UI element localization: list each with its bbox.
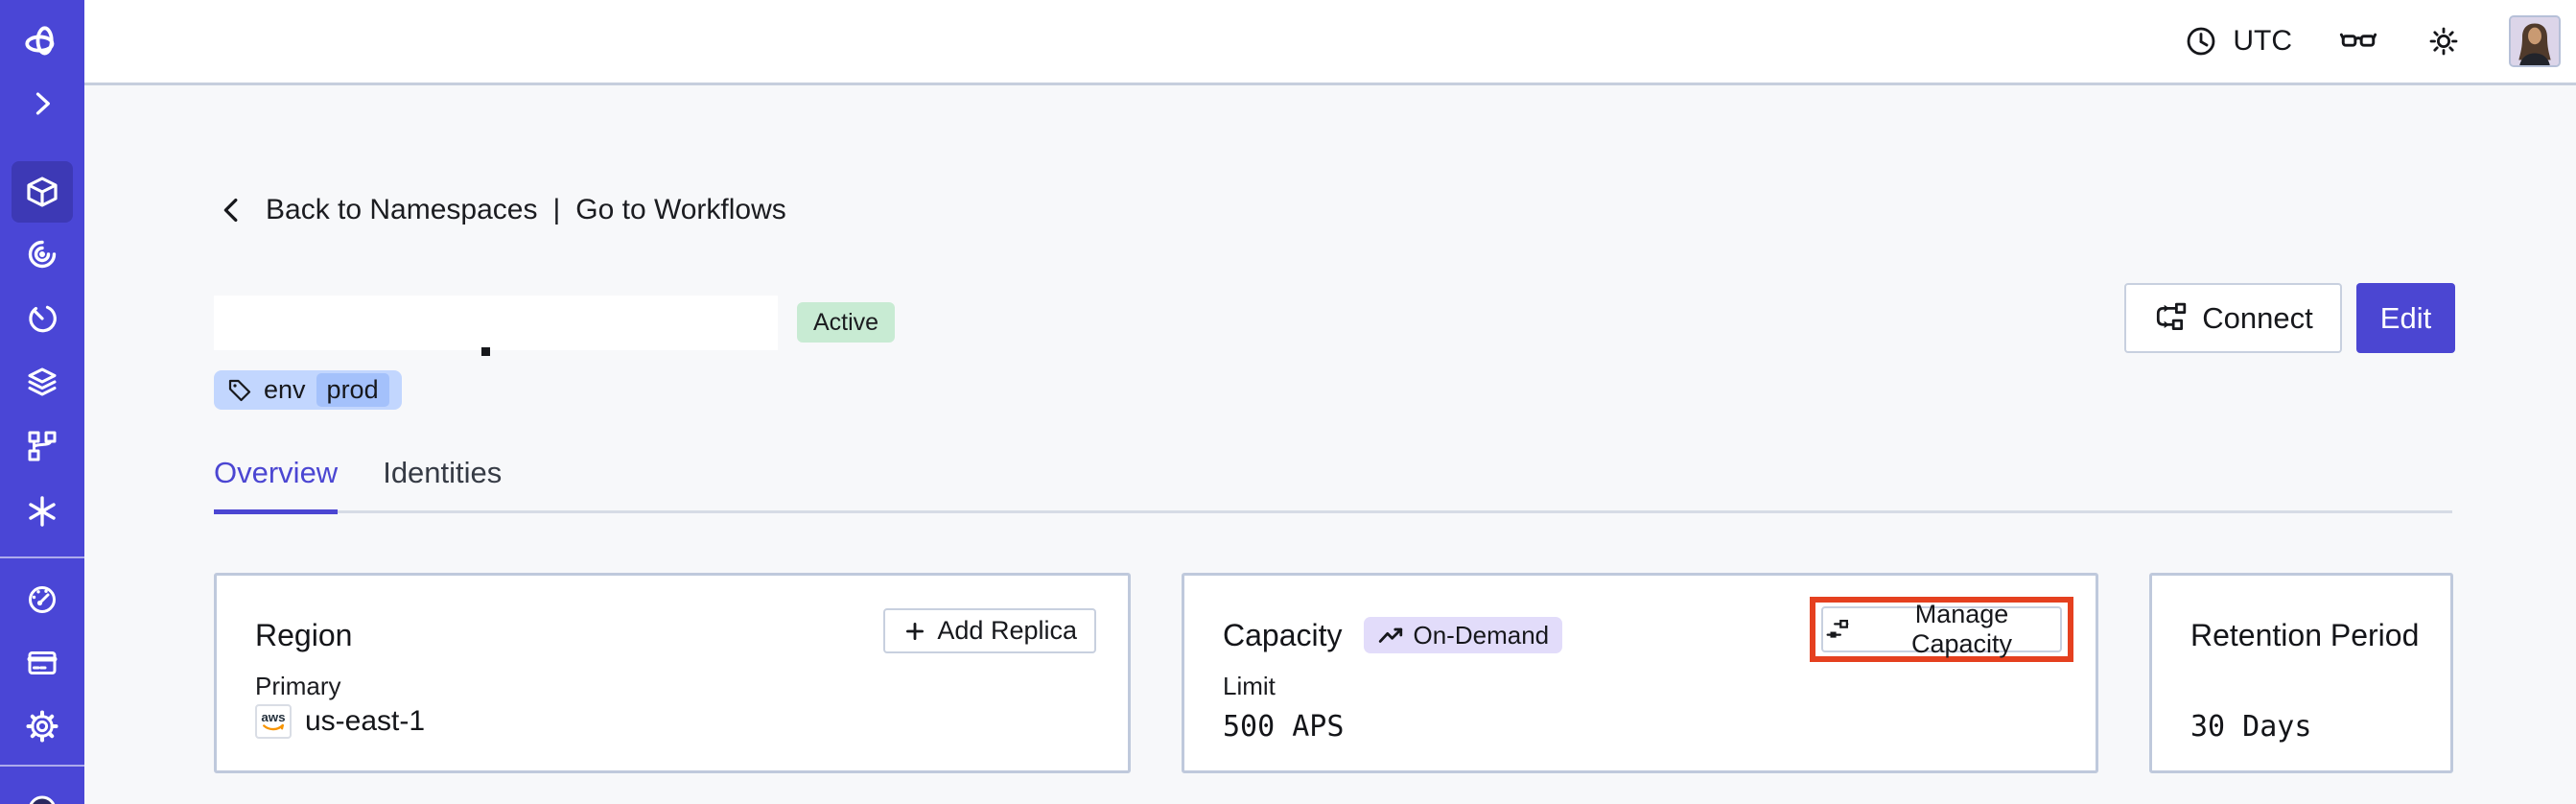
aws-logo-icon: aws (255, 704, 292, 739)
namespace-title-dot (481, 347, 490, 356)
manage-capacity-button[interactable]: Manage Capacity (1821, 600, 2062, 658)
manage-capacity-label: Manage Capacity (1910, 600, 2013, 658)
ondemand-badge: On-Demand (1363, 617, 1563, 653)
tag-icon (228, 379, 251, 401)
sidebar (0, 0, 84, 804)
breadcrumb-back-link[interactable]: Back to Namespaces (266, 194, 538, 225)
retention-card-title: Retention Period (2190, 617, 2420, 652)
tag-value: prod (316, 373, 389, 407)
capacity-limit-value: 500 APS (1223, 710, 1345, 744)
edit-button[interactable]: Edit (2356, 283, 2455, 353)
sidebar-item-billing[interactable] (12, 632, 73, 694)
status-badge: Active (797, 302, 896, 343)
sidebar-item-schedules[interactable] (12, 288, 73, 349)
svg-text:aws: aws (261, 710, 285, 724)
connect-flow-icon (2157, 302, 2187, 330)
namespace-tag-pill[interactable]: env prod (214, 370, 402, 410)
sidebar-divider (0, 556, 84, 558)
plus-icon (906, 622, 925, 640)
sliders-icon (1826, 619, 1849, 638)
tag-key: env (264, 375, 306, 404)
tab-identities[interactable]: Identities (383, 456, 503, 489)
capacity-limit-label: Limit (1223, 672, 1276, 700)
clock-icon (2182, 22, 2220, 60)
sidebar-item-namespaces[interactable] (12, 161, 73, 223)
timezone-label: UTC (2233, 25, 2292, 57)
capacity-card-title: Capacity (1223, 617, 1343, 652)
brightness-icon[interactable] (2424, 22, 2463, 60)
user-avatar[interactable] (2509, 15, 2561, 67)
region-value-row: aws us-east-1 (255, 704, 425, 739)
sidebar-divider (0, 765, 84, 767)
region-card: Region Add Replica Primary aws (214, 573, 1131, 773)
glasses-icon[interactable] (2338, 21, 2378, 61)
edit-label: Edit (2379, 300, 2432, 335)
summary-cards: Region Add Replica Primary aws (214, 573, 2453, 773)
connect-button[interactable]: Connect (2124, 283, 2342, 353)
region-card-title: Region (255, 617, 353, 652)
sidebar-item-deployments[interactable] (12, 415, 73, 477)
trending-up-icon (1378, 627, 1402, 643)
region-primary-label: Primary (255, 672, 341, 700)
red-highlight-annotation: Manage Capacity (1810, 597, 2073, 662)
chevron-left-icon[interactable] (214, 192, 250, 228)
tab-overview[interactable]: Overview (214, 456, 339, 514)
sidebar-item-nexus[interactable] (12, 481, 73, 542)
retention-value: 30 Days (2190, 710, 2312, 744)
retention-card: Retention Period 30 Days (2149, 573, 2453, 773)
timezone-selector[interactable]: UTC (2182, 22, 2292, 60)
connect-label: Connect (2202, 300, 2313, 335)
topbar: UTC (84, 0, 2576, 85)
region-value: us-east-1 (305, 705, 426, 737)
sidebar-item-settings[interactable] (12, 696, 73, 757)
add-replica-button[interactable]: Add Replica (883, 608, 1096, 653)
sidebar-item-usage[interactable] (12, 569, 73, 630)
breadcrumb-workflows-link[interactable]: Go to Workflows (575, 194, 786, 225)
add-replica-label: Add Replica (937, 616, 1077, 645)
namespace-title-redacted (214, 296, 778, 350)
temporal-logo-icon[interactable] (12, 12, 73, 73)
capacity-card: Capacity On-Demand (1182, 573, 2098, 773)
main-content: Back to Namespaces | Go to Workflows Act… (84, 85, 2576, 804)
tab-bar: Overview Identities (214, 456, 2452, 514)
breadcrumb: Back to Namespaces | Go to Workflows (214, 192, 786, 228)
sidebar-item-batch[interactable] (12, 351, 73, 413)
sidebar-item-help-partial[interactable] (0, 779, 84, 804)
breadcrumb-separator: | (552, 194, 561, 225)
sidebar-expand-chevron-icon[interactable] (12, 73, 73, 134)
sidebar-item-workflows[interactable] (12, 224, 73, 285)
